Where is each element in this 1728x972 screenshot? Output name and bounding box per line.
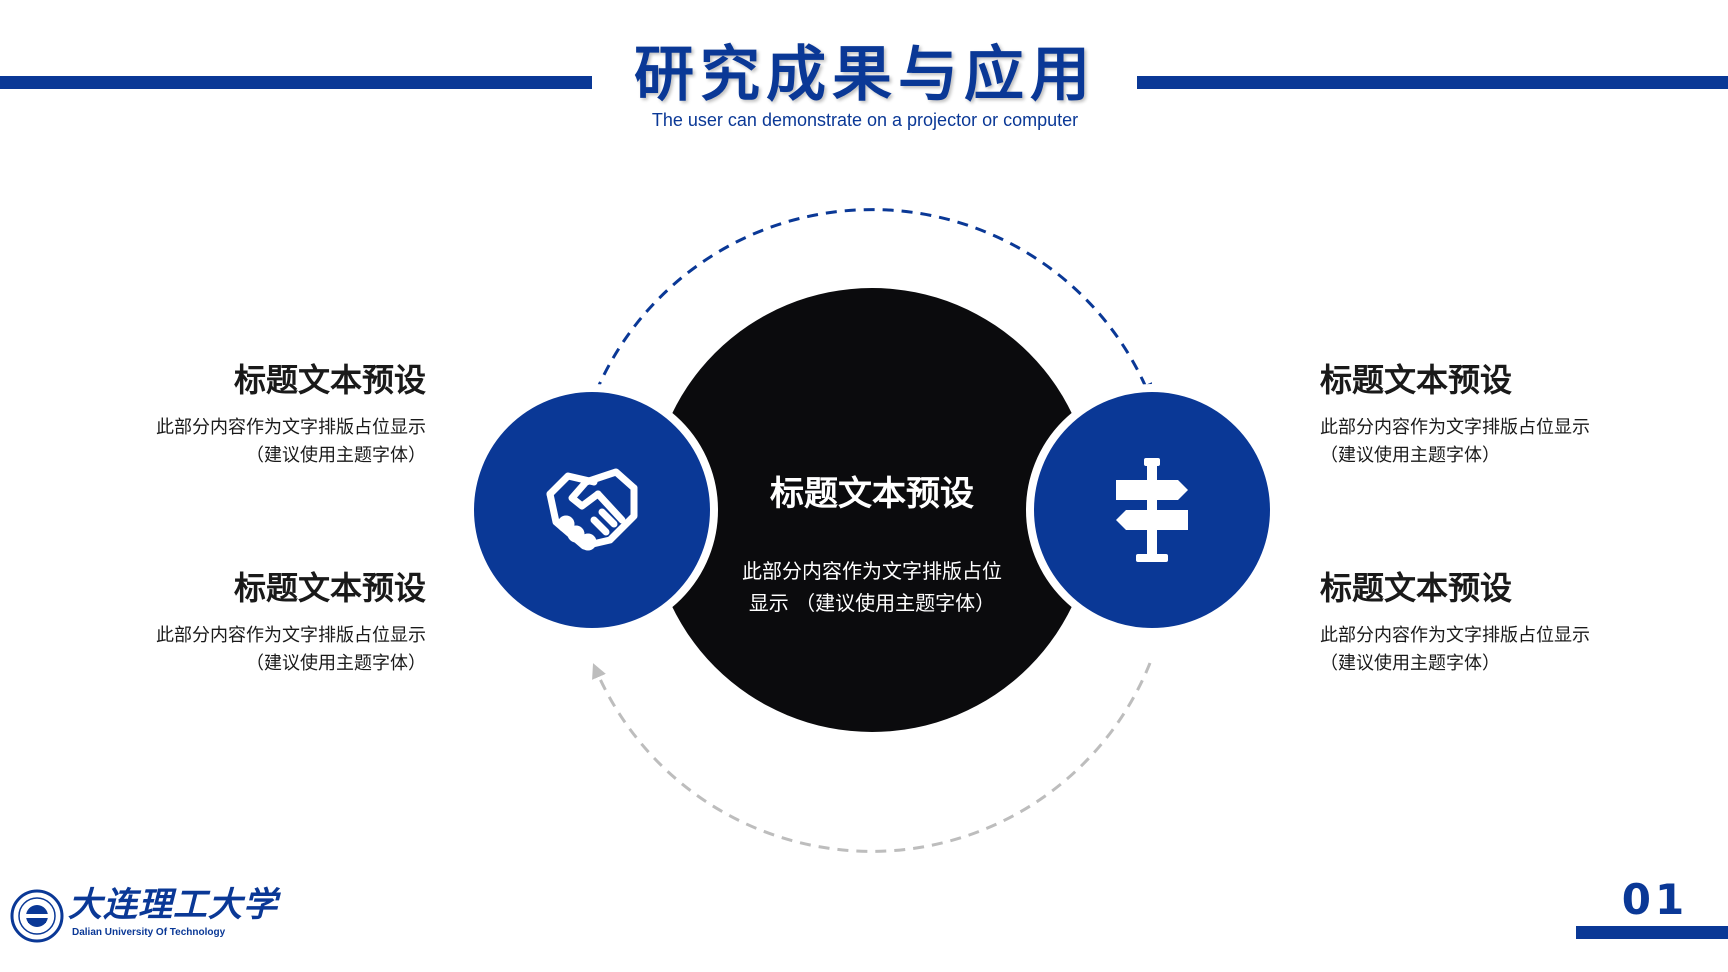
right-item-1-desc: 此部分内容作为文字排版占位显示 （建议使用主题字体） bbox=[1320, 414, 1680, 470]
logo-chinese-name: 大连理工大学 bbox=[68, 885, 278, 925]
arc-top-arrow bbox=[594, 208, 1152, 399]
right-item-2-title: 标题文本预设 bbox=[1320, 569, 1513, 607]
left-item-2: 标题文本预设 此部分内容作为文字排版占位显示 （建议使用主题字体） bbox=[66, 566, 426, 678]
right-item-2: 标题文本预设 此部分内容作为文字排版占位显示 （建议使用主题字体） bbox=[1320, 566, 1680, 678]
right-item-2-desc-line-1: 此部分内容作为文字排版占位显示 bbox=[1320, 625, 1590, 646]
right-item-1-title: 标题文本预设 bbox=[1320, 361, 1513, 399]
left-item-2-desc-line-1: 此部分内容作为文字排版占位显示 bbox=[156, 625, 426, 646]
left-item-2-desc: 此部分内容作为文字排版占位显示 （建议使用主题字体） bbox=[66, 622, 426, 678]
university-seal-icon bbox=[10, 889, 64, 943]
left-item-1-desc-line-2: （建议使用主题字体） bbox=[246, 445, 426, 466]
page-number: 01 bbox=[1621, 875, 1689, 924]
center-desc-line-1: 此部分内容作为文字排版占位 bbox=[742, 559, 1002, 583]
left-item-1: 标题文本预设 此部分内容作为文字排版占位显示 （建议使用主题字体） bbox=[66, 358, 426, 470]
left-circle bbox=[466, 384, 718, 636]
logo-english-name: Dalian University Of Technology bbox=[72, 927, 226, 938]
header-rule-right bbox=[1137, 76, 1728, 89]
signpost-icon bbox=[1116, 458, 1188, 562]
header-rule-left bbox=[0, 76, 592, 89]
university-logo: 大连理工大学 Dalian University Of Technology bbox=[10, 885, 277, 945]
right-item-1: 标题文本预设 此部分内容作为文字排版占位显示 （建议使用主题字体） bbox=[1320, 358, 1680, 470]
left-item-2-title: 标题文本预设 bbox=[233, 569, 426, 607]
center-title: 标题文本预设 bbox=[770, 474, 974, 514]
left-item-1-desc-line-1: 此部分内容作为文字排版占位显示 bbox=[156, 417, 426, 438]
page-subtitle: The user can demonstrate on a projector … bbox=[651, 110, 1079, 130]
center-desc-line-2: 显示 （建议使用主题字体） bbox=[748, 591, 996, 615]
handshake-icon bbox=[546, 468, 638, 551]
center-description: 此部分内容作为文字排版占位 显示 （建议使用主题字体） bbox=[702, 555, 1042, 619]
arc-bottom-arrow bbox=[592, 662, 1152, 853]
page-number-bar bbox=[1576, 926, 1728, 939]
right-item-1-desc-line-1: 此部分内容作为文字排版占位显示 bbox=[1320, 417, 1590, 438]
right-item-2-desc: 此部分内容作为文字排版占位显示 （建议使用主题字体） bbox=[1320, 622, 1680, 678]
page-title: 研究成果与应用 bbox=[634, 40, 1096, 110]
left-item-1-desc: 此部分内容作为文字排版占位显示 （建议使用主题字体） bbox=[66, 414, 426, 470]
right-item-2-desc-line-2: （建议使用主题字体） bbox=[1320, 653, 1500, 674]
center-circle bbox=[650, 288, 1094, 732]
left-item-1-title: 标题文本预设 bbox=[233, 361, 426, 399]
right-item-1-desc-line-2: （建议使用主题字体） bbox=[1320, 445, 1500, 466]
left-item-2-desc-line-2: （建议使用主题字体） bbox=[246, 653, 426, 674]
